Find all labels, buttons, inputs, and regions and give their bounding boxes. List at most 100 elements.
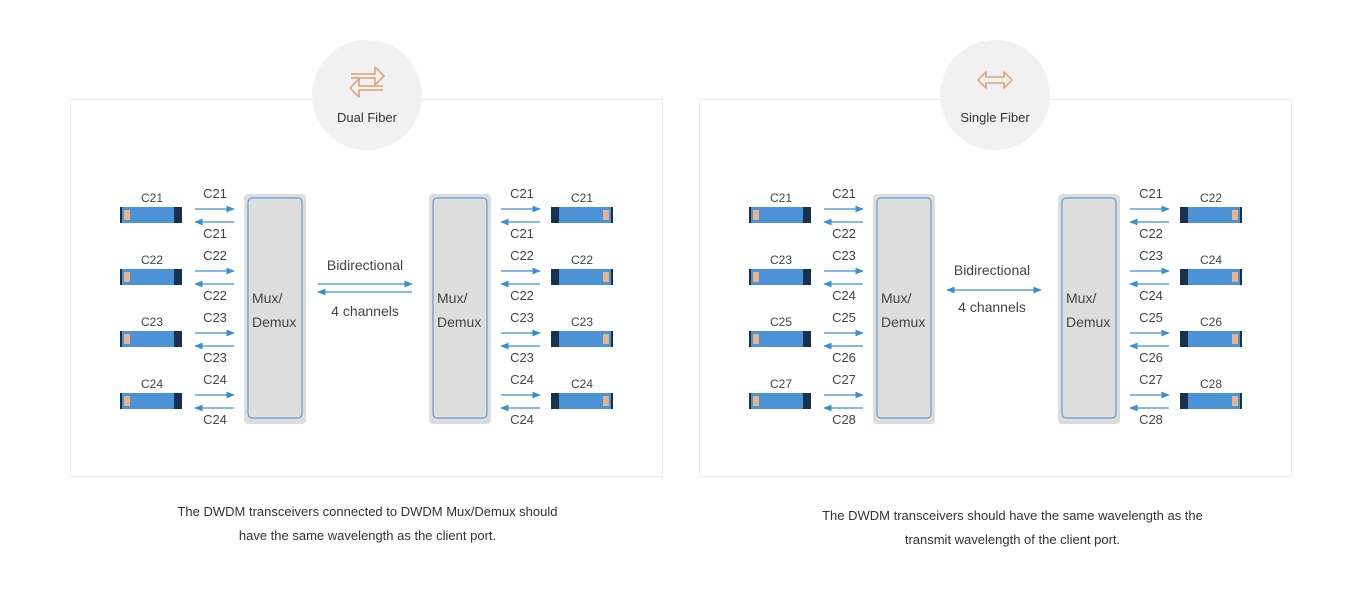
transceiver-module (1180, 207, 1242, 223)
module-edge (749, 269, 751, 285)
caption-line: The DWDM transceivers connected to DWDM … (177, 504, 558, 519)
module-edge (120, 393, 122, 409)
module-tab (753, 334, 759, 344)
caption-line: The DWDM transceivers should have the sa… (822, 508, 1203, 523)
module-connector (803, 207, 811, 223)
link-label: 4 channels (331, 303, 399, 319)
badge-label-single: Single Fiber (960, 110, 1030, 125)
module-tab (753, 396, 759, 406)
mux-inner (1061, 197, 1117, 419)
module-label: C24 (571, 377, 593, 391)
module-label: C23 (141, 315, 163, 329)
module-body (749, 207, 811, 223)
module-body (1180, 331, 1242, 347)
tx-label: C24 (203, 372, 227, 387)
mux-demux-right: Mux/Demux (429, 194, 491, 424)
module-connector (174, 393, 182, 409)
caption-line: transmit wavelength of the client port. (904, 532, 1121, 547)
module-label: C23 (571, 315, 593, 329)
rx-label: C21 (510, 226, 534, 241)
transceiver-module (1180, 393, 1242, 409)
tx-label: C23 (832, 248, 856, 263)
module-edge (611, 331, 613, 347)
module-body (1180, 393, 1242, 409)
transceiver-module (120, 393, 182, 409)
mux-outer (429, 194, 491, 424)
module-tab (603, 334, 609, 344)
rx-label: C28 (832, 412, 856, 427)
dual-arrows-icon (349, 66, 385, 98)
rx-label: C23 (510, 350, 534, 365)
transceiver-module (551, 393, 613, 409)
rx-label: C21 (203, 226, 227, 241)
dual-fiber-badge: Dual Fiber (312, 40, 422, 150)
module-tab (124, 210, 130, 220)
module-tab (603, 210, 609, 220)
transceiver-module (120, 331, 182, 347)
dual-fiber-panel (70, 99, 663, 477)
module-body (120, 269, 182, 285)
mux-demux-left: Mux/Demux (244, 194, 306, 424)
single-fiber-badge: Single Fiber (940, 40, 1050, 150)
mux-label-line: Mux/ (1066, 290, 1096, 306)
module-connector (174, 331, 182, 347)
module-label: C23 (770, 253, 792, 267)
module-connector (551, 331, 559, 347)
mux-label-line: Mux/ (252, 290, 282, 306)
module-tab (1232, 272, 1238, 282)
module-tab (1232, 396, 1238, 406)
module-tab (1232, 210, 1238, 220)
tx-label: C27 (832, 372, 856, 387)
tx-label: C25 (1139, 310, 1163, 325)
module-edge (749, 393, 751, 409)
tx-label: C22 (510, 248, 534, 263)
transceiver-module (749, 269, 811, 285)
module-connector (174, 207, 182, 223)
module-body (551, 269, 613, 285)
module-label: C21 (141, 191, 163, 205)
module-label: C27 (770, 377, 792, 391)
transceiver-module (1180, 331, 1242, 347)
link-label: Bidirectional (954, 262, 1030, 278)
transceiver-module (120, 269, 182, 285)
rx-label: C26 (832, 350, 856, 365)
link-label: 4 channels (958, 299, 1026, 315)
module-edge (120, 331, 122, 347)
module-connector (803, 331, 811, 347)
tx-label: C21 (510, 186, 534, 201)
transceiver-module (1180, 269, 1242, 285)
module-edge (120, 269, 122, 285)
tx-label: C21 (832, 186, 856, 201)
module-connector (1180, 331, 1188, 347)
module-body (120, 207, 182, 223)
module-body (120, 331, 182, 347)
module-connector (551, 269, 559, 285)
module-edge (749, 331, 751, 347)
link-label: Bidirectional (327, 257, 403, 273)
module-tab (124, 272, 130, 282)
module-label: C24 (1200, 253, 1222, 267)
module-tab (753, 210, 759, 220)
tx-label: C23 (203, 310, 227, 325)
module-tab (124, 334, 130, 344)
tx-label: C22 (203, 248, 227, 263)
module-body (551, 207, 613, 223)
tx-label: C23 (510, 310, 534, 325)
module-edge (1240, 207, 1242, 223)
module-body (749, 269, 811, 285)
caption-single-fiber: The DWDM transceivers should have the sa… (785, 504, 1240, 552)
module-body (120, 393, 182, 409)
rx-label: C26 (1139, 350, 1163, 365)
module-body (749, 331, 811, 347)
module-label: C21 (770, 191, 792, 205)
transceiver-module (551, 331, 613, 347)
rx-label: C28 (1139, 412, 1163, 427)
module-connector (1180, 207, 1188, 223)
module-tab (603, 272, 609, 282)
tx-label: C21 (1139, 186, 1163, 201)
caption-dual-fiber: The DWDM transceivers connected to DWDM … (140, 500, 595, 548)
module-tab (753, 272, 759, 282)
mux-label-line: Mux/ (881, 290, 911, 306)
mux-outer (873, 194, 935, 424)
tx-label: C21 (203, 186, 227, 201)
